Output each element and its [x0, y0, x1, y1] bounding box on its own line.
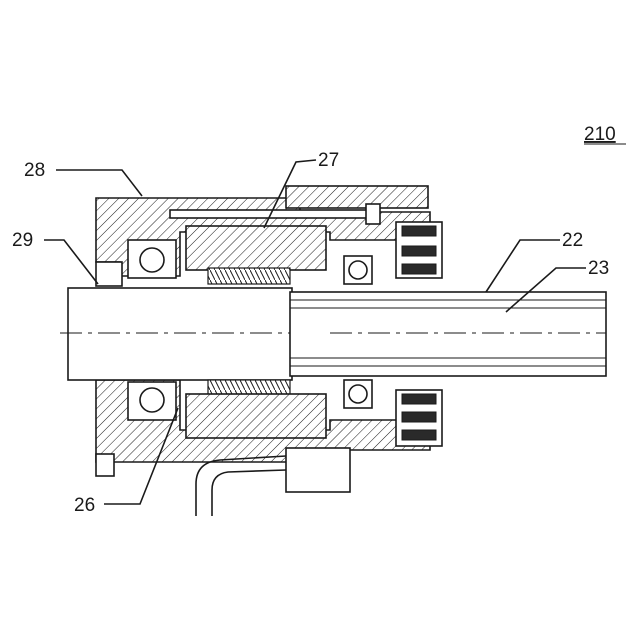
ref-label-26: 26 [74, 495, 95, 516]
gear-pack-upper [186, 226, 326, 284]
ref-label-23: 23 [588, 258, 609, 279]
leader-28 [56, 170, 142, 196]
ref-label-22: 22 [562, 230, 583, 251]
roller-stack-upper [396, 222, 442, 278]
ref-label-29: 29 [12, 230, 33, 251]
bearing-right-lower [344, 380, 372, 408]
support-arm [196, 456, 286, 516]
roller-stack-lower [396, 390, 442, 446]
bearing-left-lower [128, 382, 176, 420]
bearing-left-upper [128, 240, 176, 278]
leader-29 [44, 240, 98, 284]
figure-label: 210 [584, 124, 616, 145]
gear-pack-lower [186, 380, 326, 438]
output-tube [290, 292, 606, 376]
bearing-right-upper [344, 256, 372, 284]
ref-label-28: 28 [24, 160, 45, 181]
leader-22 [486, 240, 560, 292]
ref-label-27: 27 [318, 150, 339, 171]
